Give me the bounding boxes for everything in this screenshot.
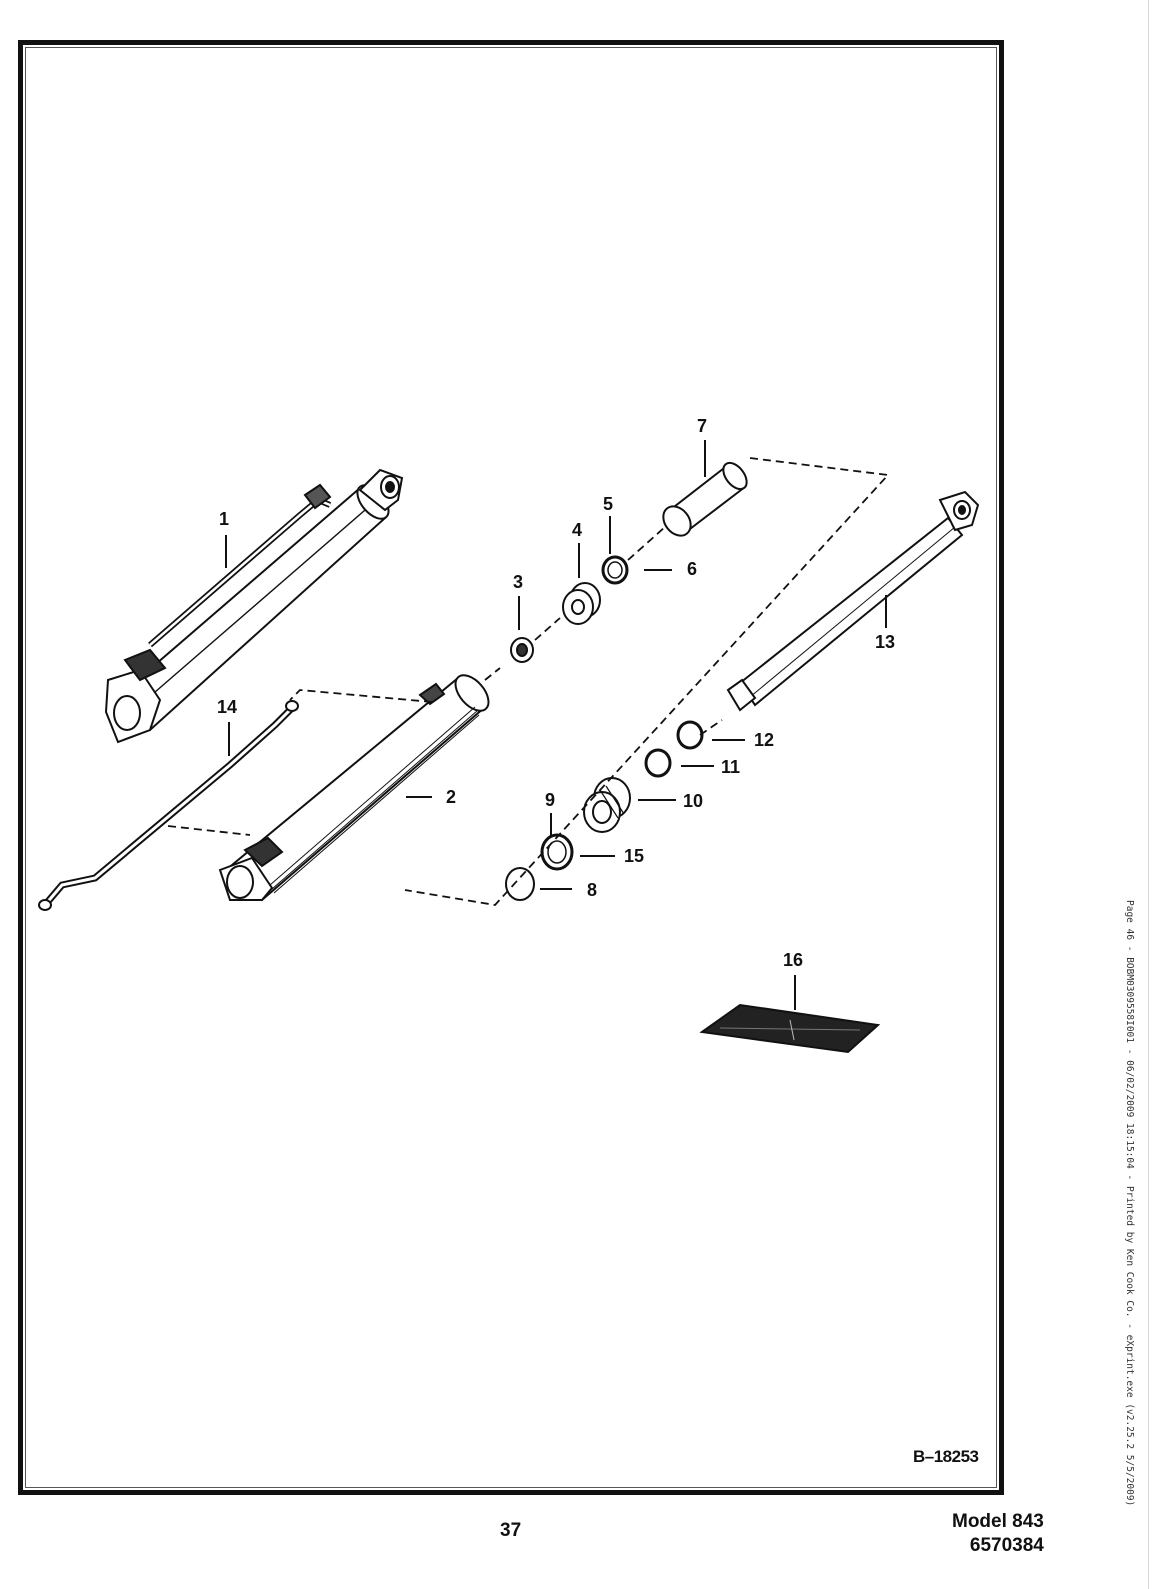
part-1-cylinder-assembly	[104, 468, 404, 744]
model-name: Model 843	[952, 1511, 1044, 1532]
callout-10: 10	[683, 791, 703, 811]
callout-5: 5	[603, 494, 613, 514]
leader-lines	[225, 440, 887, 1010]
callout-3: 3	[513, 572, 523, 592]
figure-frame-inner	[25, 47, 997, 1488]
callout-6: 6	[687, 559, 697, 579]
callout-12: 12	[754, 730, 774, 750]
part-16-seal-kit-bag	[699, 1003, 881, 1054]
part-number: 6570384	[969, 1535, 1044, 1556]
callout-8: 8	[587, 880, 597, 900]
footer-model-block: Model 843 6570384	[952, 1510, 1044, 1558]
page-number: 37	[500, 1520, 522, 1541]
part-14-tube-line	[38, 700, 299, 911]
callout-1: 1	[219, 509, 229, 529]
figure-frame	[18, 40, 1004, 1495]
callout-16: 16	[783, 950, 803, 970]
callout-11: 11	[721, 757, 740, 777]
callout-4: 4	[572, 520, 582, 540]
page-edge-line	[1148, 0, 1149, 1589]
part-12-ring	[676, 720, 704, 750]
part-2-barrel	[218, 674, 490, 902]
margin-print-stamp: Page 46 - BOBM0309558I001 - 06/02/2009 1…	[1121, 900, 1141, 1520]
part-10-gland	[583, 777, 631, 833]
margin-print-text: Page 46 - BOBM0309558I001 - 06/02/2009 1…	[1124, 900, 1135, 1507]
figure-id: B–18253	[913, 1447, 979, 1466]
part-11-ring	[644, 748, 672, 778]
part-13-rod	[726, 490, 980, 712]
callout-15: 15	[624, 846, 644, 866]
callout-2: 2	[446, 787, 456, 807]
assembly-dashed-lines	[167, 457, 890, 906]
callout-9: 9	[545, 790, 555, 810]
part-9-15-rings	[540, 833, 574, 871]
callout-13: 13	[875, 632, 895, 652]
part-3-nut	[510, 637, 534, 663]
part-7-sleeve	[662, 461, 748, 537]
callout-14: 14	[217, 697, 237, 717]
callout-7: 7	[697, 416, 707, 436]
part-5-6-seal-rings	[601, 555, 629, 585]
part-8-ring	[505, 867, 535, 901]
part-4-piston	[562, 582, 601, 625]
